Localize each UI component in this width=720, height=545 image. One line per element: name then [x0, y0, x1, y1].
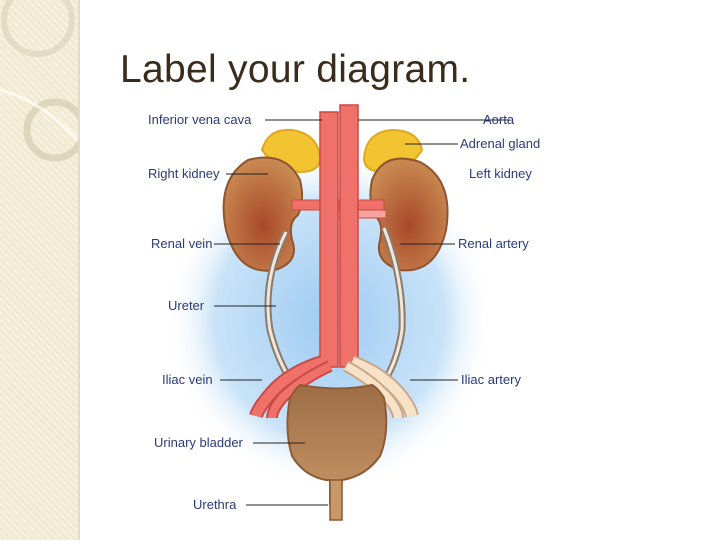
label-left-kidney: Left kidney	[469, 166, 532, 181]
right-iliac-artery	[268, 362, 332, 419]
page-title: Label your diagram.	[120, 48, 471, 91]
label-ureter: Ureter	[168, 298, 205, 313]
aorta-vessel	[339, 104, 359, 368]
inferior-vena-cava-vessel	[319, 111, 339, 368]
sidebar-divider	[78, 0, 80, 540]
label-inferior-vena-cava: Inferior vena cava	[148, 112, 252, 127]
label-adrenal-gland: Adrenal gland	[460, 136, 540, 151]
label-renal-artery: Renal artery	[458, 236, 529, 251]
leader-lines	[214, 119, 510, 506]
decorative-sidebar	[0, 0, 87, 540]
swirl-decoration	[0, 0, 87, 162]
label-iliac-vein: Iliac vein	[162, 372, 213, 387]
label-aorta: Aorta	[483, 112, 515, 127]
label-urethra: Urethra	[193, 497, 237, 512]
urethra-tube	[329, 479, 343, 521]
label-iliac-artery: Iliac artery	[461, 372, 521, 387]
label-right-kidney: Right kidney	[148, 166, 220, 181]
left-iliac-vein	[344, 362, 402, 419]
right-iliac-vein	[251, 357, 324, 418]
label-renal-vein: Renal vein	[151, 236, 212, 251]
left-iliac-artery	[350, 357, 417, 418]
label-urinary-bladder: Urinary bladder	[154, 435, 244, 450]
